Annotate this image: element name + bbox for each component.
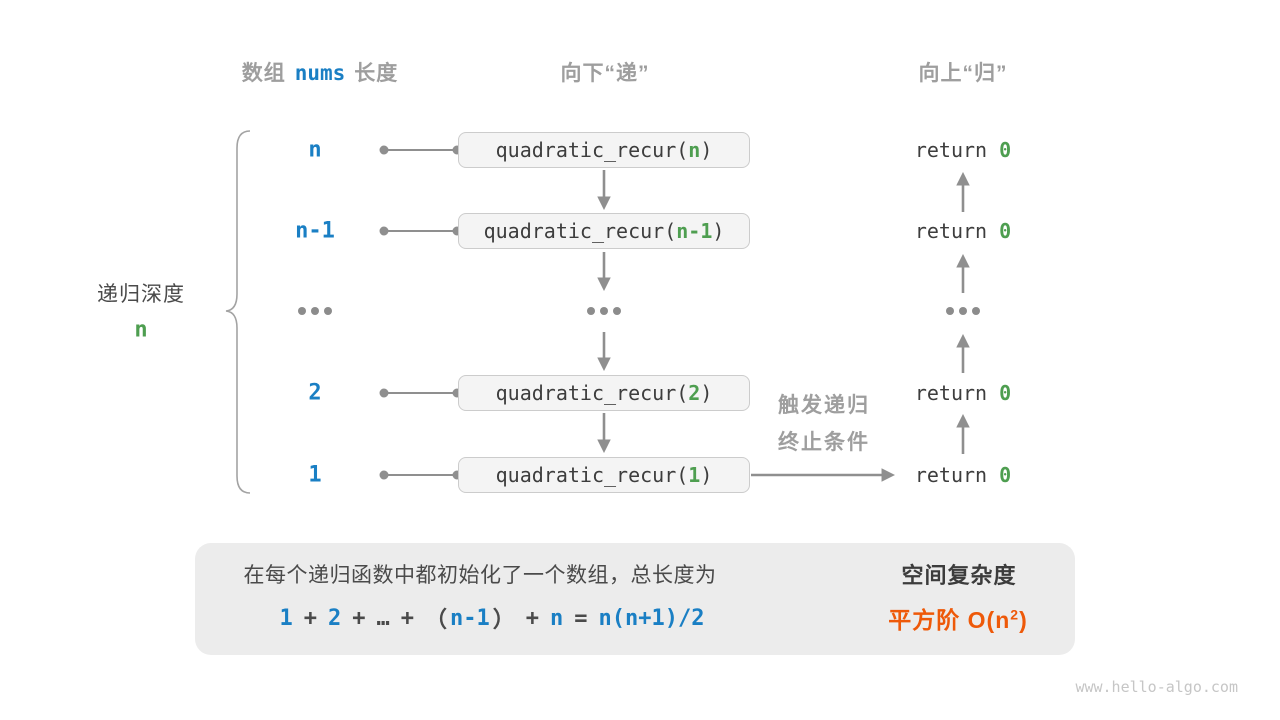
call-text: ) xyxy=(700,138,713,162)
header-array-length: 数组 nums 长度 xyxy=(242,57,399,87)
call-text: quadratic_recur( xyxy=(495,463,689,487)
call-text: ) xyxy=(700,381,713,405)
return-value: 0 xyxy=(999,381,1012,405)
formula-token: 2 xyxy=(328,605,342,631)
call-arg: n xyxy=(688,138,701,162)
complexity-text: ) xyxy=(1019,607,1028,633)
call-arg: 2 xyxy=(688,381,701,405)
depth-label-n: n xyxy=(308,137,322,163)
recursion-depth-var: n xyxy=(134,317,148,343)
ellipsis-icon xyxy=(298,307,980,315)
return-keyword: return xyxy=(914,219,988,243)
recursion-depth-title: 递归深度 xyxy=(97,283,185,306)
return-statement: return 0 xyxy=(915,138,1011,162)
header-array-length-post: 长度 xyxy=(354,62,399,85)
call-text: quadratic_recur( xyxy=(483,219,677,243)
formula-token: + xyxy=(525,605,540,631)
trigger-label-line2: 终止条件 xyxy=(778,431,870,454)
return-value: 0 xyxy=(999,219,1012,243)
return-statement: return 0 xyxy=(915,381,1011,405)
call-box-1: quadratic_recur(1) xyxy=(458,457,750,493)
return-keyword: return xyxy=(914,463,988,487)
return-keyword: return xyxy=(914,138,988,162)
formula-token: = xyxy=(574,605,588,631)
header-nums-code: nums xyxy=(294,61,346,85)
trigger-label-line1: 触发递归 xyxy=(778,394,870,417)
call-text: quadratic_recur( xyxy=(495,138,689,162)
formula-token: … xyxy=(376,605,390,631)
formula-token: + xyxy=(400,605,414,631)
depth-label-n-1: n-1 xyxy=(295,218,335,244)
complexity-exponent: 2 xyxy=(1010,606,1020,623)
summary-formula: 1 + 2 + … + （ n-1 ） + n = n(n+1)/2 xyxy=(280,602,705,634)
formula-token: n xyxy=(550,605,564,631)
formula-token: n(n+1)/2 xyxy=(598,605,705,631)
return-value: 0 xyxy=(999,138,1012,162)
return-statement: return 0 xyxy=(915,463,1011,487)
row-connector xyxy=(379,145,462,480)
return-keyword: return xyxy=(914,381,988,405)
formula-token: + xyxy=(303,605,317,631)
site-watermark: www.hello-algo.com xyxy=(1075,678,1238,696)
formula-token: 1 xyxy=(279,605,293,631)
summary-panel xyxy=(195,543,1075,655)
return-value: 0 xyxy=(999,463,1012,487)
depth-label-1: 1 xyxy=(308,462,322,488)
header-recurse-down: 向下“递” xyxy=(560,62,650,85)
call-text: quadratic_recur( xyxy=(495,381,689,405)
space-complexity-title: 空间复杂度 xyxy=(901,563,1017,588)
header-array-length-pre: 数组 xyxy=(241,62,286,85)
depth-brace-icon xyxy=(225,130,251,494)
space-complexity-value: 平方阶 O(n2) xyxy=(888,601,1027,635)
formula-token: n-1 xyxy=(450,605,490,631)
call-arg: 1 xyxy=(688,463,701,487)
call-box-n: quadratic_recur(n) xyxy=(458,132,750,168)
formula-token: ） xyxy=(492,608,515,633)
header-return-up: 向上“归” xyxy=(918,62,1008,85)
call-arg: n-1 xyxy=(676,219,713,243)
call-text: ) xyxy=(712,219,725,243)
complexity-text: 平方阶 O(n xyxy=(888,607,1011,633)
formula-token: + xyxy=(352,605,366,631)
call-box-n-1: quadratic_recur(n-1) xyxy=(458,213,750,249)
call-box-2: quadratic_recur(2) xyxy=(458,375,750,411)
call-text: ) xyxy=(700,463,713,487)
return-statement: return 0 xyxy=(915,219,1011,243)
depth-label-2: 2 xyxy=(308,380,322,406)
formula-token: （ xyxy=(425,608,448,633)
summary-sentence: 在每个递归函数中都初始化了一个数组，总长度为 xyxy=(243,564,717,587)
